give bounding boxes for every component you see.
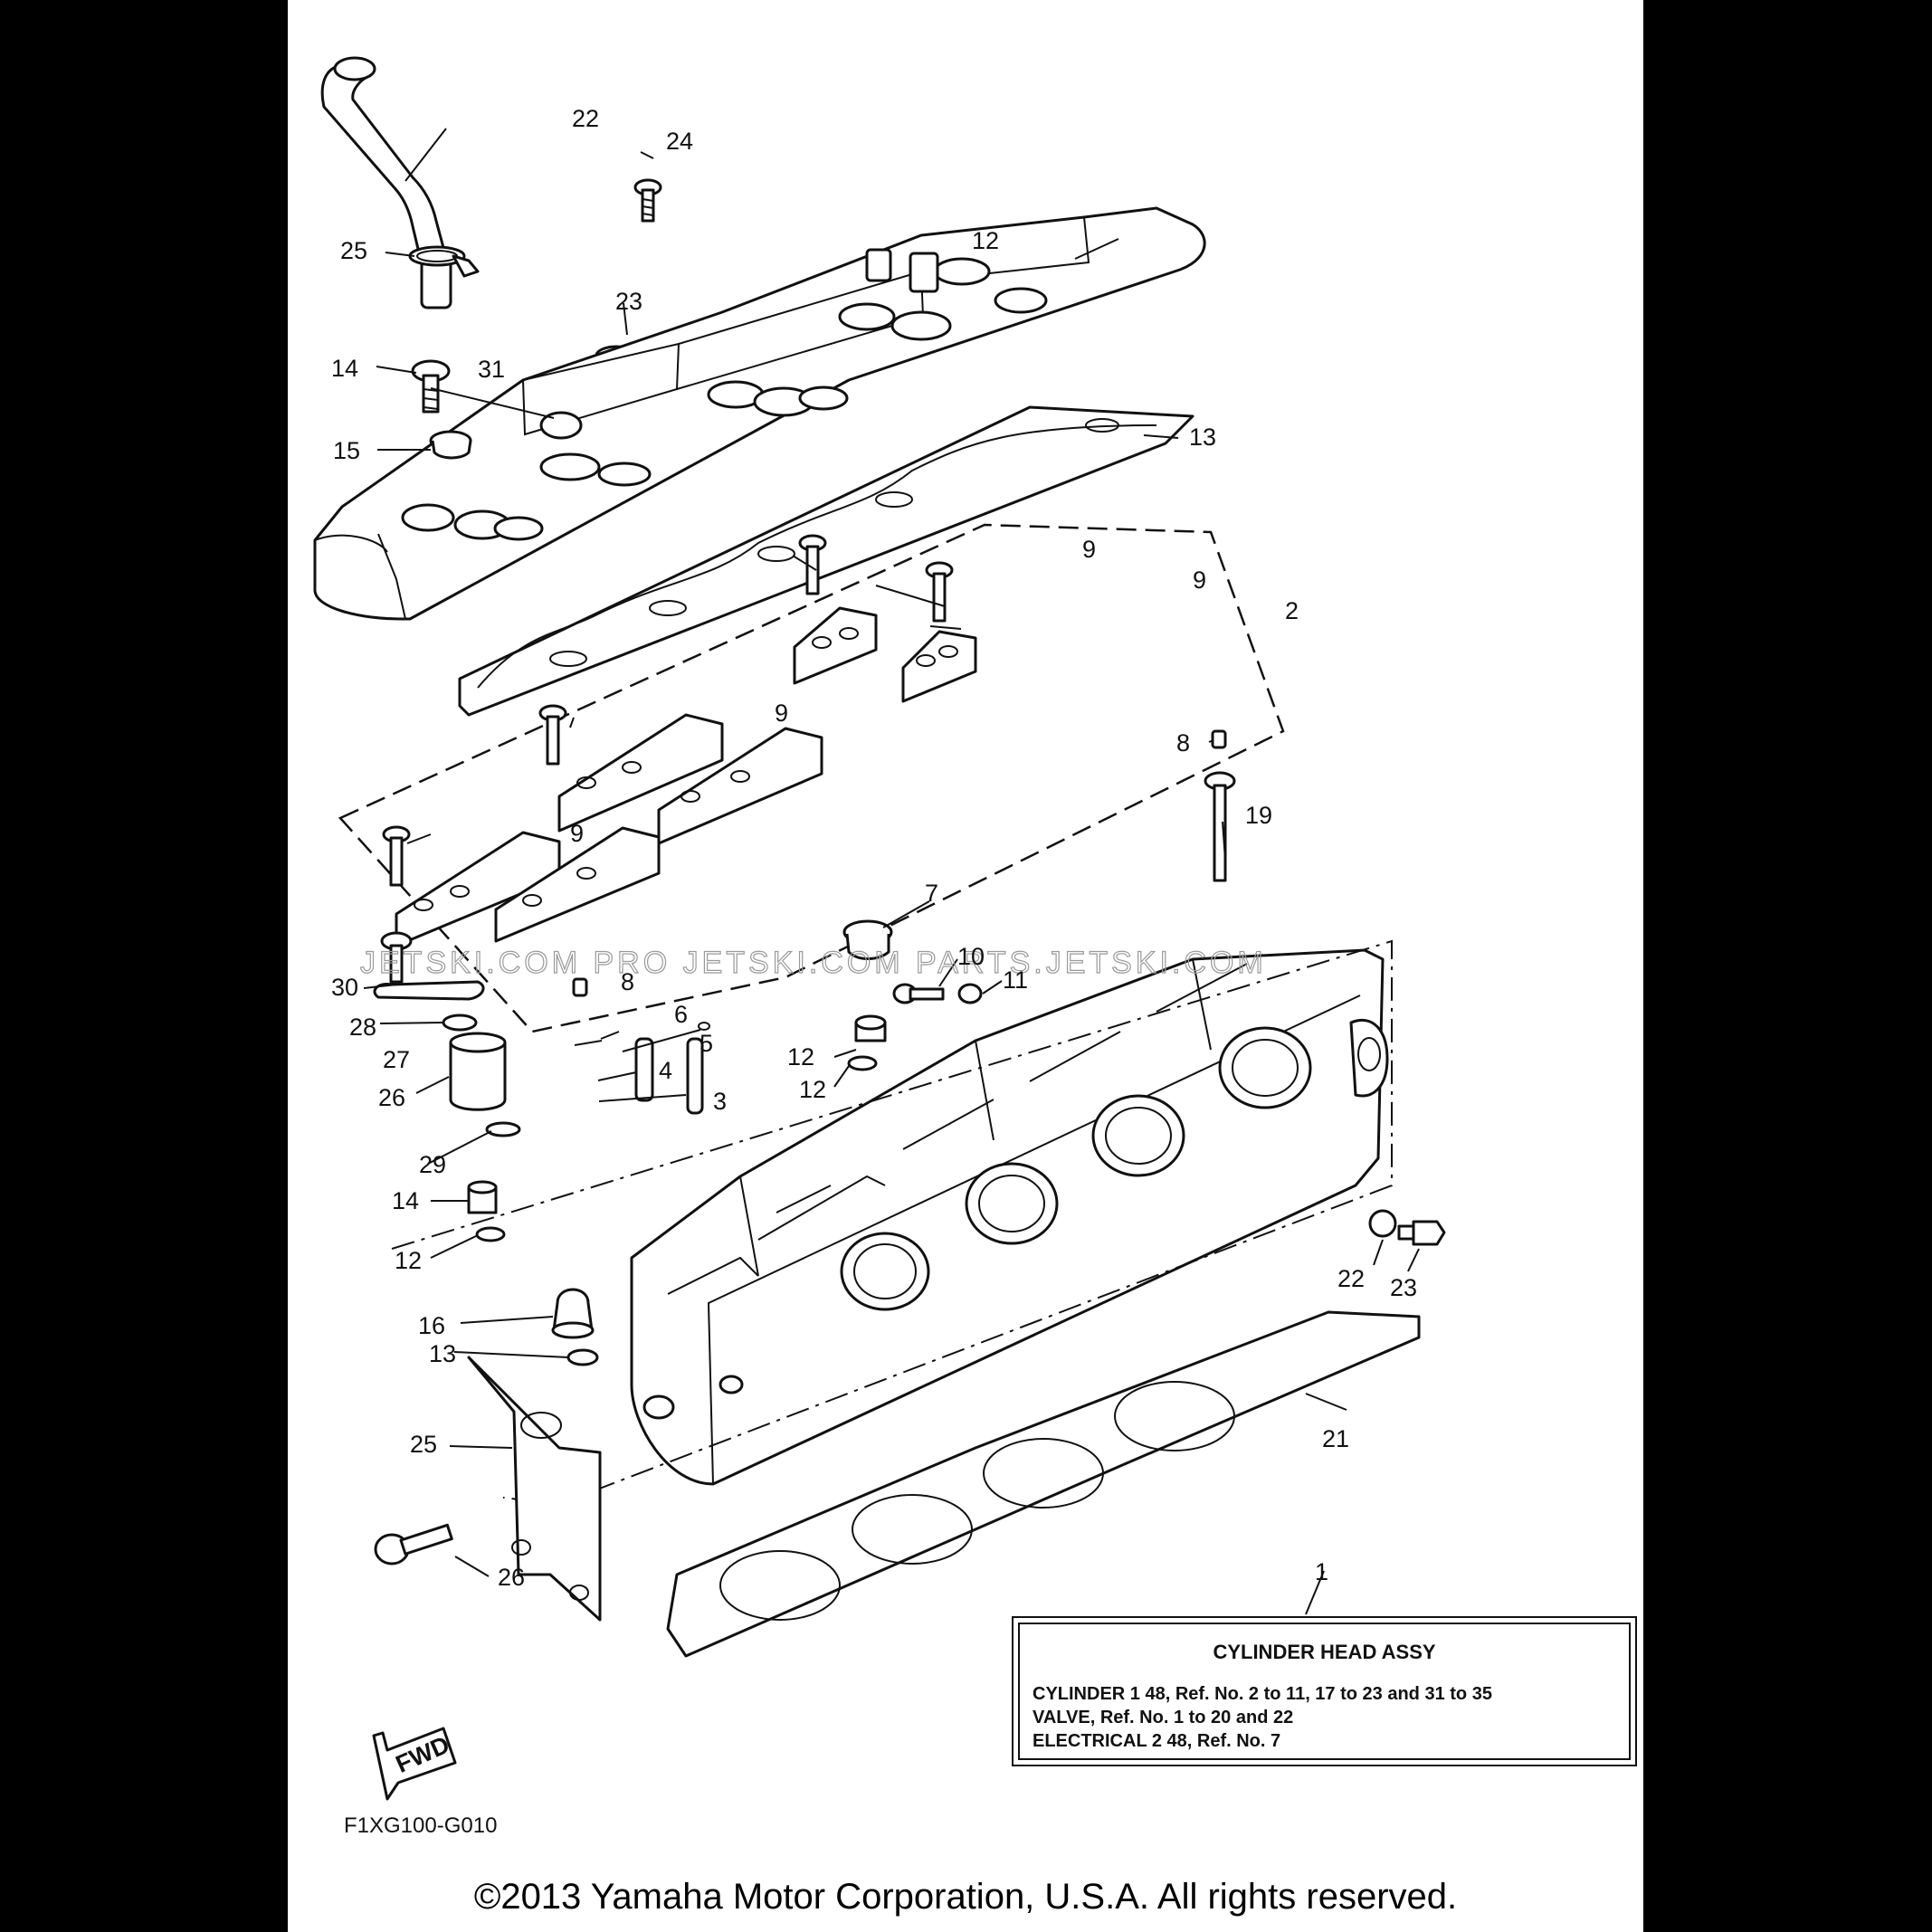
- cylinder-head: [630, 948, 1389, 1486]
- info-box-inner: CYLINDER HEAD ASSY CYLINDER 1 48, Ref. N…: [1018, 1623, 1631, 1760]
- info-box-title: CYLINDER HEAD ASSY: [1213, 1641, 1436, 1663]
- camshaft-cap-boundary: [338, 523, 1285, 1033]
- callout-labels: 22 24 25 12 23 14 31 15 13 9 9 2 9 8 19 …: [331, 105, 1417, 1591]
- washer-13: [566, 1348, 599, 1366]
- callout-3: 3: [713, 1088, 727, 1115]
- callout-24: 19: [1245, 802, 1272, 829]
- callout-9a: 9: [1082, 536, 1096, 563]
- bolts-9: [382, 534, 954, 887]
- nut-14: [467, 1180, 498, 1214]
- sensor-31: [449, 1032, 507, 1111]
- info-box-line-1: CYLINDER 1 48, Ref. No. 2 to 11, 17 to 2…: [1033, 1684, 1492, 1704]
- o-ring-34: [485, 1121, 521, 1137]
- cylinder-head-cover: [313, 206, 1206, 621]
- callout-8a: 8: [621, 968, 634, 995]
- callout-33: 28: [349, 1014, 376, 1041]
- copyright-notice: ©2013 Yamaha Motor Corporation, U.S.A. A…: [473, 1877, 1458, 1917]
- callout-15: 12: [787, 1043, 814, 1071]
- callout-30: 25: [340, 237, 367, 264]
- callout-11: 11: [1003, 966, 1028, 994]
- bracket-25: [467, 1356, 602, 1622]
- callout-21: 21: [1322, 1425, 1349, 1452]
- head-boundary: [391, 939, 1393, 1506]
- cover-gasket: [458, 405, 1194, 717]
- callout-10: 10: [957, 943, 985, 970]
- dowel-pins-8: [572, 729, 1227, 997]
- callout-25: 25: [410, 1431, 437, 1458]
- callout-23: 23: [1390, 1274, 1417, 1301]
- info-box-line-3: ELECTRICAL 2 48, Ref. No. 7: [1033, 1731, 1281, 1751]
- diagram-code: F1XG100-G010: [344, 1813, 498, 1838]
- cylinder-head-assy-info-box: CYLINDER HEAD ASSY CYLINDER 1 48, Ref. N…: [1012, 1616, 1637, 1766]
- callout-16: 16: [418, 1312, 445, 1339]
- callout-5: 5: [700, 1030, 713, 1057]
- camshaft-caps: [395, 606, 977, 947]
- grommet-20: [429, 430, 472, 460]
- diagram-sheet: JETSKI.COM PRO JETSKI.COM PARTS.JETSKI.C…: [288, 0, 1643, 1932]
- bolt-24: [1204, 771, 1236, 882]
- callout-2: 2: [1285, 597, 1299, 624]
- nut-15: [854, 1014, 887, 1042]
- gasket-33: [373, 980, 485, 1001]
- plug-23: [1397, 1220, 1446, 1246]
- o-ring-32: [442, 1014, 478, 1032]
- callout-4: 4: [659, 1057, 672, 1084]
- callout-14: 14: [392, 1187, 419, 1214]
- callout-8b: 8: [1176, 729, 1190, 757]
- callout-22: 22: [1337, 1265, 1365, 1292]
- washer-12a: [475, 1226, 506, 1242]
- callout-36: 31: [478, 356, 505, 383]
- callout-28: 23: [615, 288, 642, 315]
- head-gasket-21: [666, 1310, 1421, 1658]
- callout-12b: 12: [799, 1076, 826, 1103]
- callout-18: 13: [1189, 424, 1216, 451]
- callout-6: 6: [674, 1001, 688, 1028]
- callout-32: 27: [383, 1046, 410, 1073]
- callout-13: 13: [429, 1340, 456, 1367]
- bolt-10: [892, 983, 945, 1004]
- bolt-26: [374, 1523, 453, 1566]
- washer-12b: [847, 1055, 878, 1071]
- callout-31: 26: [378, 1084, 405, 1111]
- thermo-sensor-7: [842, 919, 893, 960]
- cap-nut-16: [551, 1288, 595, 1339]
- callout-7: 7: [925, 880, 938, 907]
- fwd-arrow-icon: FWD: [372, 1727, 457, 1801]
- callout-9c: 9: [775, 700, 788, 727]
- leader-lines: [363, 128, 1420, 1615]
- bolt-35: [380, 931, 413, 984]
- callout-35: 30: [331, 974, 358, 1001]
- washer-11: [957, 983, 983, 1004]
- info-box-line-2: VALVE, Ref. No. 1 to 20 and 22: [1033, 1708, 1294, 1727]
- callout-26: 26: [498, 1564, 525, 1591]
- callout-1: 1: [1315, 1558, 1328, 1585]
- callout-9d: 9: [570, 820, 584, 847]
- breather-hose: [320, 56, 480, 309]
- watermark: JETSKI.COM PRO JETSKI.COM PARTS.JETSKI.C…: [360, 946, 1267, 980]
- exploded-parts-diagram: JETSKI.COM PRO JETSKI.COM PARTS.JETSKI.C…: [313, 56, 1446, 1801]
- callout-20: 15: [333, 437, 360, 464]
- callout-9b: 9: [1193, 566, 1206, 594]
- callout-27: 22: [572, 105, 599, 132]
- valve-guides: [600, 1022, 710, 1115]
- callout-17: 12: [972, 227, 999, 254]
- callout-34: 29: [419, 1151, 446, 1178]
- bolt-29: [633, 178, 662, 223]
- bolt-19: [411, 359, 451, 414]
- callout-19: 14: [331, 355, 358, 382]
- cap-36: [539, 411, 583, 440]
- gasket-22: [1368, 1209, 1397, 1238]
- callout-29: 24: [666, 128, 693, 155]
- callout-12a: 12: [395, 1247, 422, 1274]
